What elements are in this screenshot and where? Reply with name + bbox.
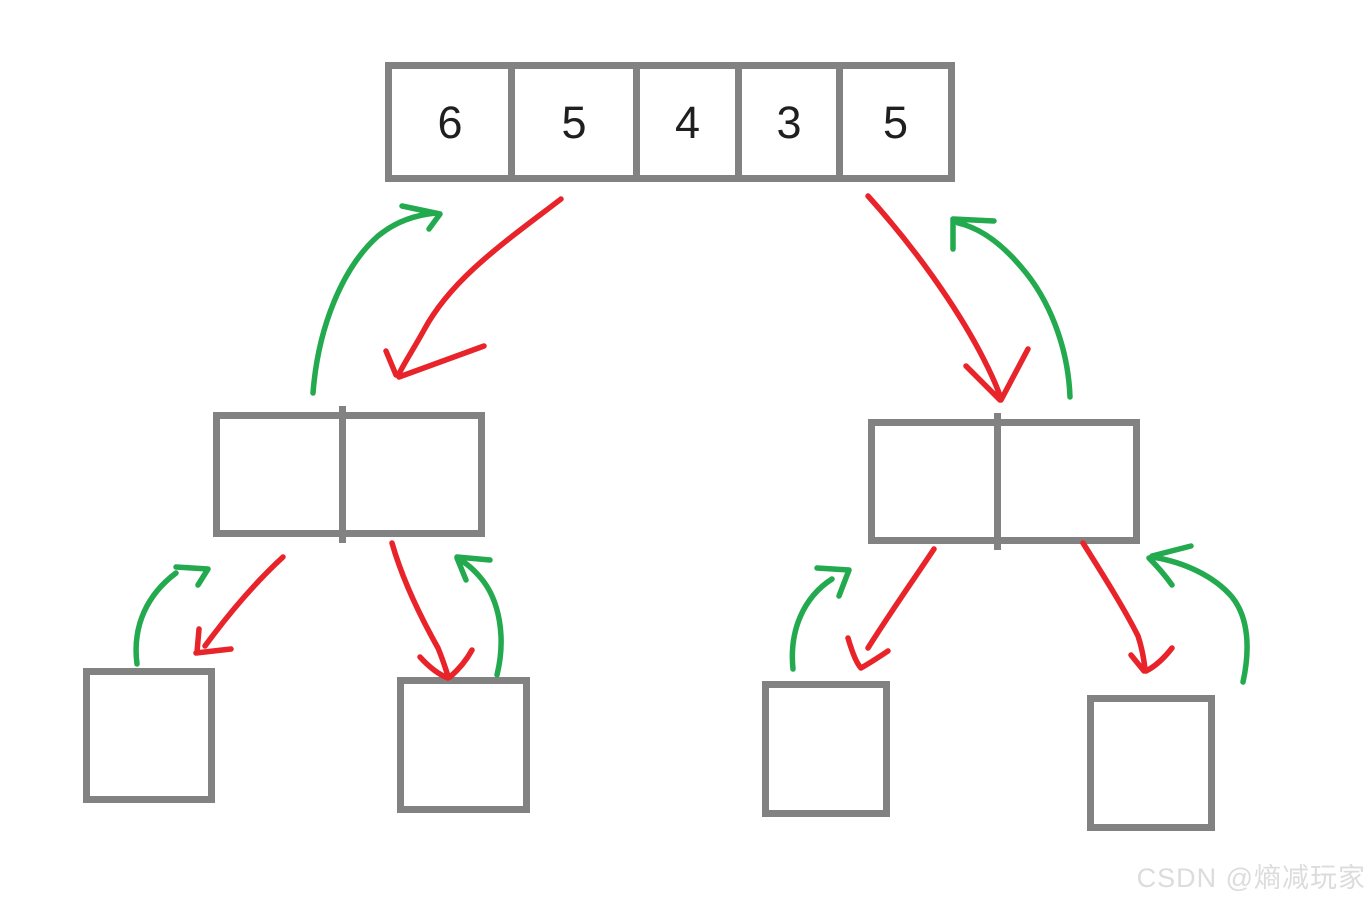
- cell-divider: [994, 413, 1001, 550]
- array-cell: 5: [836, 62, 955, 182]
- merge-arrow-leaf-d-to-mid-right: [1146, 543, 1250, 685]
- merge-arrow-leaf-b-to-mid-left: [454, 554, 504, 678]
- split-arrow-mid-left-to-leaf-a: [193, 554, 286, 656]
- array-cell: 6: [385, 62, 515, 182]
- merge-arrow-leaf-a-to-mid-left: [133, 564, 211, 667]
- leaf-box-2: [397, 677, 530, 813]
- leaf-box-1: [83, 668, 215, 803]
- split-arrow-mid-left-to-leaf-b: [389, 540, 475, 681]
- merge-arrow-mid-right-to-top: [950, 216, 1073, 400]
- split-arrow-mid-right-to-leaf-d: [1080, 540, 1175, 674]
- array-cell: 3: [735, 62, 843, 182]
- leaf-box-3: [762, 681, 890, 817]
- split-arrow-mid-right-to-leaf-c: [845, 546, 937, 671]
- leaf-box-4: [1087, 695, 1215, 831]
- watermark: CSDN @熵减玩家: [1136, 863, 1366, 893]
- cell-divider: [339, 406, 346, 543]
- mid-left-array: [213, 406, 485, 543]
- array-cell: 4: [633, 62, 742, 182]
- split-arrow-top-to-mid-left: [383, 196, 564, 380]
- top-array: 6 5 4 3 5: [385, 62, 955, 182]
- merge-arrow-mid-left-to-top: [310, 203, 443, 396]
- array-cell: 5: [508, 62, 640, 182]
- mid-right-array: [868, 413, 1140, 550]
- split-arrow-top-to-mid-right: [865, 193, 1031, 403]
- merge-arrow-leaf-c-to-mid-right: [789, 565, 852, 672]
